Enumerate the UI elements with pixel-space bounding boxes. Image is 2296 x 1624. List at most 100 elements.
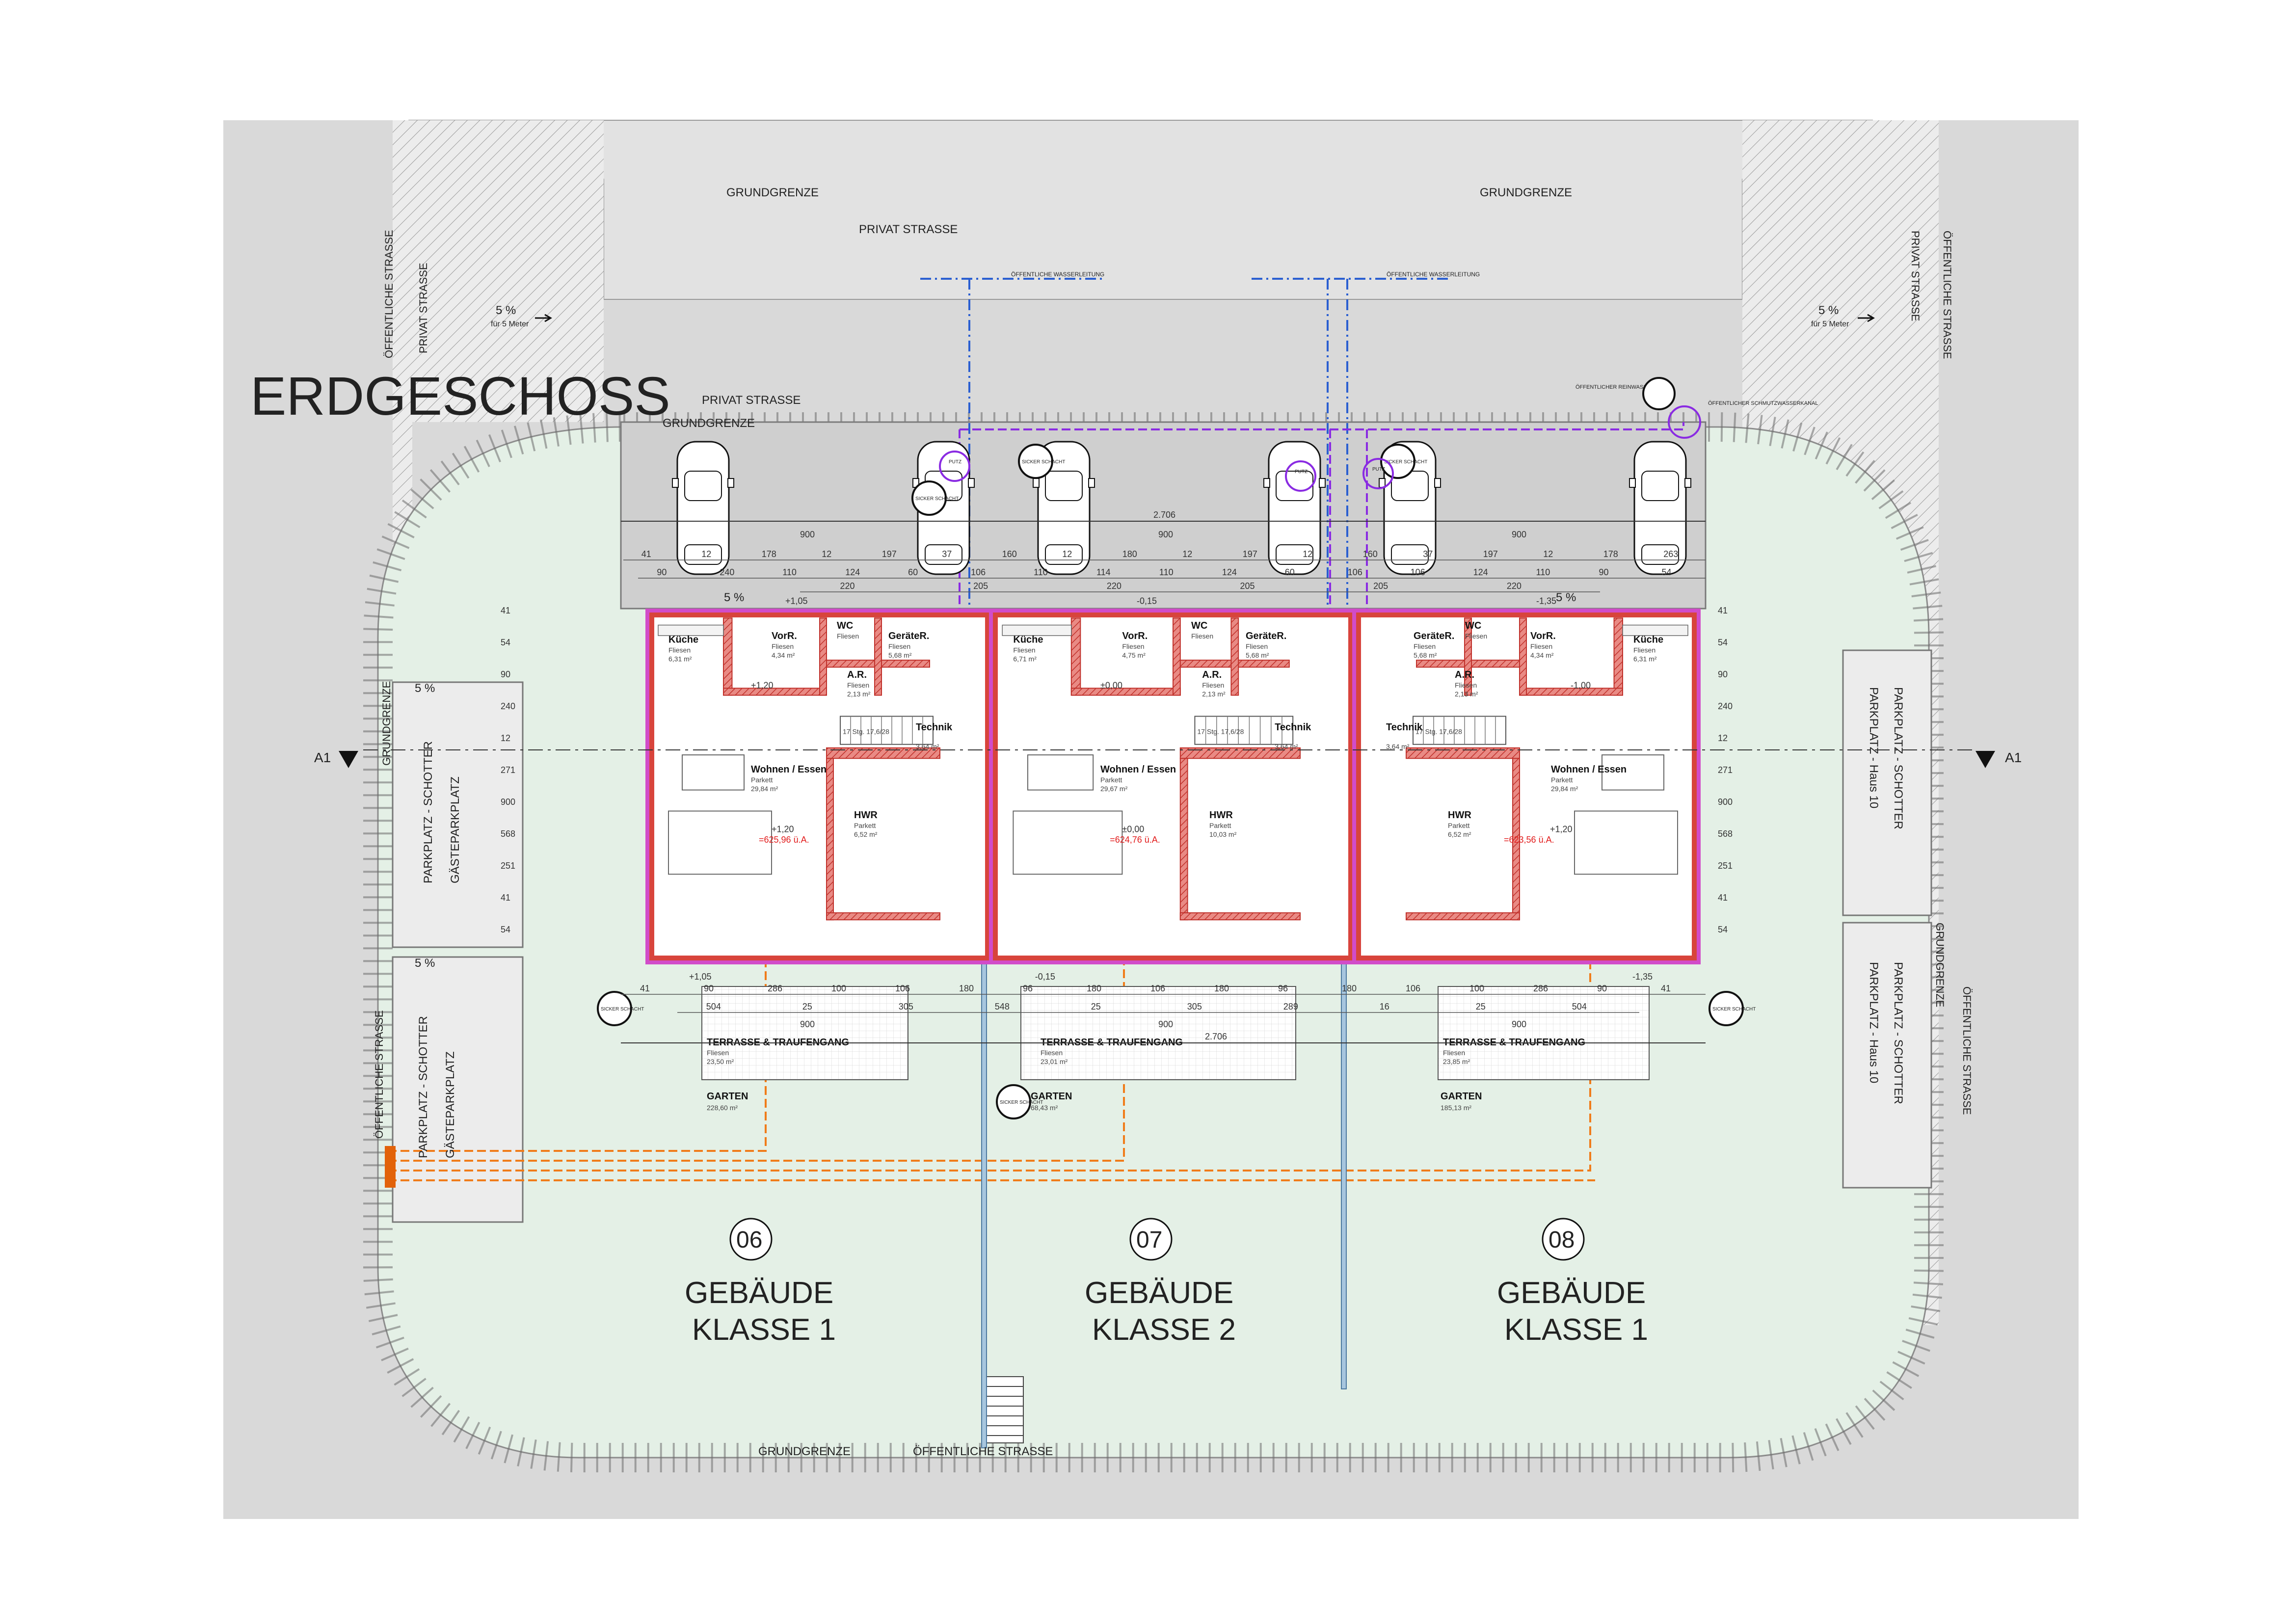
dining-table <box>682 754 745 791</box>
dim-bottom-b-value: 25 <box>1476 1002 1486 1012</box>
dim-row-b-value: 60 <box>1285 567 1295 577</box>
dining-table <box>1602 754 1664 791</box>
dim-bottom-a-value: 180 <box>1087 984 1101 993</box>
dim-row-c-value: 220 <box>1107 581 1121 591</box>
manhole-icon <box>597 991 632 1026</box>
dim-row-b-value: 110 <box>1034 567 1048 577</box>
label-grundgrenze-bottom: GRUNDGRENZE <box>758 1445 851 1458</box>
wall-hwr-bottom <box>1179 912 1301 921</box>
dim-row-a-value: 12 <box>1062 549 1072 559</box>
dim-row-a-value: 41 <box>641 549 651 559</box>
dim-bottom-b-value: 16 <box>1380 1002 1389 1012</box>
car-rear-window <box>1391 544 1429 565</box>
car-mirror-right <box>1434 478 1441 488</box>
dim-total-width-top: 2.706 <box>1153 510 1175 520</box>
dim-bottom-a-value: 90 <box>704 984 714 993</box>
dim-unit-width: 900 <box>1512 530 1526 539</box>
dining-table <box>1027 754 1094 791</box>
level-0: +1,05 <box>785 596 808 606</box>
level-absolute: =625,96 ü.A. <box>759 835 809 845</box>
room-name-1: VorR. <box>772 631 797 641</box>
putz-icon <box>939 451 970 482</box>
room-name-1: VorR. <box>1530 631 1556 641</box>
dim-side-value-left: 251 <box>501 861 515 871</box>
sewer-manhole-icon <box>1668 405 1701 439</box>
sofa <box>1013 810 1123 875</box>
kitchen-counter <box>1002 624 1072 636</box>
dim-row-b-value: 106 <box>1411 567 1425 577</box>
manhole-icon <box>1380 444 1415 479</box>
room-name-6: Wohnen / Essen <box>1100 764 1176 775</box>
room-area-7: 10,03 m² <box>1209 830 1237 838</box>
label-oeffentliche-strasse-right: ÖFFENTLICHE STRASSE <box>1961 986 1973 1115</box>
car-icon <box>672 441 734 575</box>
dim-side-value: 54 <box>1718 925 1728 934</box>
manhole-icon <box>1709 991 1744 1026</box>
dim-row-a-value: 12 <box>1303 549 1312 559</box>
wall-hall <box>1070 688 1181 696</box>
dim-bottom-b-value: 25 <box>1091 1002 1101 1012</box>
terrace-floor: Fliesen <box>707 1049 729 1057</box>
room-floor-0: Fliesen <box>668 646 691 654</box>
label-water-main-1: ÖFFENTLICHE WASSERLEITUNG <box>1011 271 1104 278</box>
room-area-5: 3,64 m² <box>916 743 939 750</box>
room-area-6: 29,84 m² <box>751 785 778 793</box>
parking-left-1-label: PARKPLATZ - SCHOTTER <box>422 741 435 883</box>
dim-bottom-b-value: 25 <box>802 1002 812 1012</box>
stairs <box>1413 716 1506 745</box>
dim-side-value: 54 <box>1718 638 1728 647</box>
dim-bottom-a-value: 106 <box>1150 984 1165 993</box>
unit-number: 06 <box>736 1227 762 1253</box>
wall-technik <box>1406 747 1520 759</box>
dim-unit-width: 900 <box>1158 1019 1173 1029</box>
level-2: +1,20 <box>772 824 794 834</box>
parking-right-1-label: PARKPLATZ - Haus 10 <box>1867 687 1880 808</box>
dim-side-value: 41 <box>1718 893 1728 903</box>
wall-geraeter <box>1230 617 1239 696</box>
dim-unit-width: 900 <box>1158 530 1173 539</box>
room-floor-0: Fliesen <box>1633 646 1655 654</box>
dim-row-b-value: 106 <box>971 567 986 577</box>
room-name-6: Wohnen / Essen <box>1551 764 1627 775</box>
car-mirror-right <box>1684 478 1691 488</box>
room-area-4: 2,13 m² <box>1455 690 1478 698</box>
label-grundgrenze-right: GRUNDGRENZE <box>1934 923 1946 1007</box>
room-floor-4: Fliesen <box>847 681 869 689</box>
level-0: -0,15 <box>1137 596 1157 606</box>
dim-side-value: 240 <box>1718 701 1733 711</box>
wall-geraeter <box>1464 617 1472 696</box>
level-3: +1,05 <box>689 972 712 982</box>
room-name-7: HWR <box>1448 810 1471 821</box>
manhole-icon <box>996 1084 1031 1119</box>
dim-bottom-b-value: 289 <box>1283 1002 1298 1012</box>
car-rear-window <box>1045 544 1083 565</box>
rain-manhole-icon <box>1642 377 1676 410</box>
manhole-label: SICKER SCHACHT <box>601 1007 644 1012</box>
wall-kitchen <box>1070 617 1081 696</box>
room-area-3: 5,68 m² <box>1414 651 1437 659</box>
terrace-06 <box>701 986 908 1080</box>
room-name-0: Küche <box>668 634 698 645</box>
room-name-3: GeräteR. <box>1414 631 1454 641</box>
drain-outlet <box>385 1146 396 1188</box>
slope-parking-left-1: 5 % <box>415 682 435 695</box>
parking-right-2-label: PARKPLATZ - Haus 10 <box>1867 962 1880 1083</box>
room-floor-6: Parkett <box>1100 776 1122 784</box>
dim-bottom-a-value: 90 <box>1597 984 1607 993</box>
car-icon <box>1033 441 1095 575</box>
dim-side-value-left: 54 <box>501 925 510 934</box>
room-floor-7: Parkett <box>1448 822 1469 829</box>
terrace-07 <box>1020 986 1296 1080</box>
dim-row-a-value: 178 <box>1603 549 1618 559</box>
dim-side-value-left: 41 <box>501 606 510 615</box>
manhole-icon <box>911 480 947 516</box>
parking-right-2 <box>1842 922 1932 1189</box>
dim-row-a-value: 197 <box>882 549 897 559</box>
slope-note-top-right: für 5 Meter <box>1811 320 1849 328</box>
stairs-label: 17 Stg. 17,6/28 <box>1415 727 1462 735</box>
room-name-7: HWR <box>1209 810 1233 821</box>
